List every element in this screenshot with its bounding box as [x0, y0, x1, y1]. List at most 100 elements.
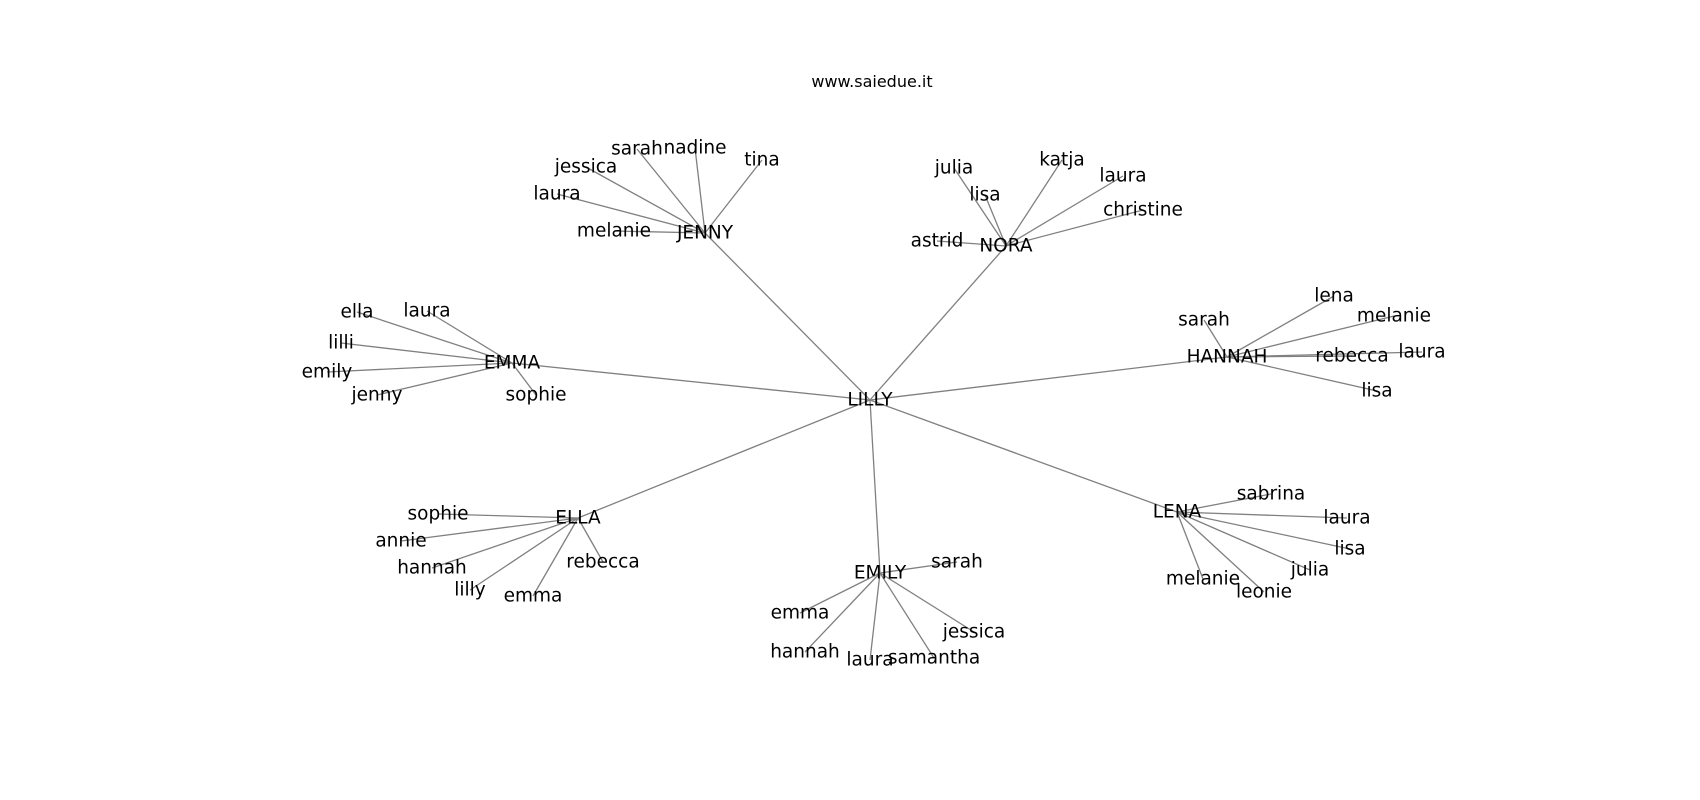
edge-lena-lisa: [1176, 511, 1351, 550]
leaf-node-lena-melanie: melanie: [1166, 569, 1240, 590]
leaf-node-nora-julia: julia: [934, 158, 973, 179]
leaf-node-emily-sarah: sarah: [931, 552, 983, 573]
edge-root-jenny: [704, 232, 871, 401]
leaf-node-jenny-laura: laura: [533, 184, 580, 205]
leaf-node-nora-christine: christine: [1103, 200, 1183, 221]
edge-hannah-sarah: [1203, 319, 1228, 358]
leaf-node-jenny-tina: tina: [744, 150, 779, 171]
edge-hannah-lena: [1226, 295, 1335, 358]
leaf-node-emma-sophie: sophie: [506, 385, 567, 406]
edge-root-emily: [869, 399, 881, 574]
edge-ella-sophie: [437, 513, 579, 519]
edge-ella-hannah: [431, 517, 579, 569]
leaf-node-ella-hannah: hannah: [397, 558, 467, 579]
edge-jenny-nadine: [694, 147, 706, 234]
edge-ella-lilly: [469, 517, 579, 591]
leaf-node-jenny-sarah: sarah: [611, 139, 663, 160]
edge-root-ella: [577, 399, 871, 519]
hub-node-emily: EMILY: [854, 563, 907, 584]
edge-lena-laura: [1176, 511, 1348, 519]
leaf-node-jenny-melanie: melanie: [577, 221, 651, 242]
leaf-node-ella-lilly: lilly: [454, 580, 486, 601]
leaf-node-emma-lilli: lilli: [328, 333, 354, 354]
leaf-node-emma-ella: ella: [341, 302, 374, 323]
edge-jenny-jessica: [585, 166, 706, 234]
edge-jenny-melanie: [613, 230, 706, 234]
edge-ella-rebecca: [577, 517, 604, 563]
edge-root-nora: [869, 245, 1007, 401]
edge-nora-laura: [1005, 175, 1124, 247]
edge-jenny-sarah: [636, 148, 706, 234]
leaf-node-hannah-melanie: melanie: [1357, 306, 1431, 327]
edge-lena-melanie: [1176, 511, 1204, 580]
edge-emma-ella: [356, 311, 513, 364]
edge-hannah-laura: [1226, 351, 1423, 358]
edge-emily-hannah: [804, 572, 881, 653]
leaf-node-lena-sabrina: sabrina: [1237, 484, 1306, 505]
leaf-node-hannah-rebecca: rebecca: [1315, 346, 1388, 367]
leaf-node-nora-laura: laura: [1099, 166, 1146, 187]
leaf-node-emily-emma: emma: [771, 603, 830, 624]
leaf-node-emily-hannah: hannah: [770, 642, 840, 663]
edge-hannah-lisa: [1226, 356, 1378, 392]
leaf-node-lena-laura: laura: [1323, 508, 1370, 529]
leaf-node-lena-leonie: leonie: [1236, 582, 1292, 603]
edge-emma-jenny: [376, 362, 513, 396]
edge-nora-astrid: [936, 240, 1007, 247]
leaf-node-hannah-sarah: sarah: [1178, 310, 1230, 331]
edge-emily-sarah: [879, 561, 958, 574]
leaf-node-lena-julia: julia: [1290, 560, 1329, 581]
leaf-node-hannah-laura: laura: [1398, 342, 1445, 363]
edge-lena-leonie: [1176, 511, 1265, 593]
leaf-node-hannah-lena: lena: [1314, 286, 1354, 307]
edge-emma-sophie: [511, 362, 537, 396]
root-node-label: LILLY: [847, 390, 893, 411]
leaf-node-ella-emma: emma: [504, 586, 563, 607]
edge-emily-jessica: [879, 572, 975, 633]
leaf-node-ella-sophie: sophie: [408, 504, 469, 525]
leaf-node-nora-katja: katja: [1039, 150, 1084, 171]
leaf-node-ella-rebecca: rebecca: [566, 552, 639, 573]
leaf-node-hannah-lisa: lisa: [1361, 381, 1392, 402]
edge-lena-julia: [1176, 511, 1311, 571]
leaf-node-emma-emily: emily: [302, 362, 353, 383]
leaf-node-jenny-nadine: nadine: [663, 138, 726, 159]
leaf-node-emily-samantha: samantha: [888, 648, 980, 669]
edge-emily-laura: [869, 572, 881, 661]
hub-node-ella: ELLA: [555, 508, 601, 529]
hub-node-lena: LENA: [1153, 502, 1202, 523]
edge-jenny-laura: [556, 193, 706, 234]
hub-node-nora: NORA: [979, 236, 1033, 257]
edge-hannah-melanie: [1226, 315, 1395, 358]
edge-emma-emily: [326, 362, 513, 373]
diagram-title: www.saiedue.it: [811, 72, 933, 91]
edge-root-emma: [511, 362, 871, 401]
edge-nora-christine: [1005, 209, 1144, 247]
edge-root-lena: [869, 399, 1178, 513]
leaf-node-emma-laura: laura: [403, 301, 450, 322]
leaf-node-nora-astrid: astrid: [911, 231, 964, 252]
edge-emma-lilli: [340, 342, 513, 364]
leaf-node-nora-lisa: lisa: [969, 185, 1000, 206]
leaf-node-ella-annie: annie: [375, 531, 426, 552]
edge-emily-emma: [799, 572, 881, 614]
leaf-node-lena-lisa: lisa: [1334, 539, 1365, 560]
edge-ella-annie: [400, 517, 579, 542]
edge-emily-samantha: [879, 572, 935, 659]
hub-node-hannah: HANNAH: [1187, 347, 1268, 368]
edge-nora-lisa: [984, 194, 1007, 247]
hub-node-emma: EMMA: [484, 353, 541, 374]
edge-emma-laura: [426, 310, 513, 364]
edge-root-hannah: [869, 356, 1228, 401]
leaf-node-emily-jessica: jessica: [942, 622, 1005, 643]
edge-nora-katja: [1005, 159, 1063, 247]
hub-node-jenny: JENNY: [676, 223, 734, 244]
edge-layer: [326, 147, 1423, 661]
edge-lena-sabrina: [1176, 493, 1272, 513]
edge-jenny-tina: [704, 159, 763, 234]
edge-ella-emma: [532, 517, 579, 597]
leaf-node-jenny-jessica: jessica: [554, 157, 617, 178]
leaf-node-emma-jenny: jenny: [351, 385, 403, 406]
